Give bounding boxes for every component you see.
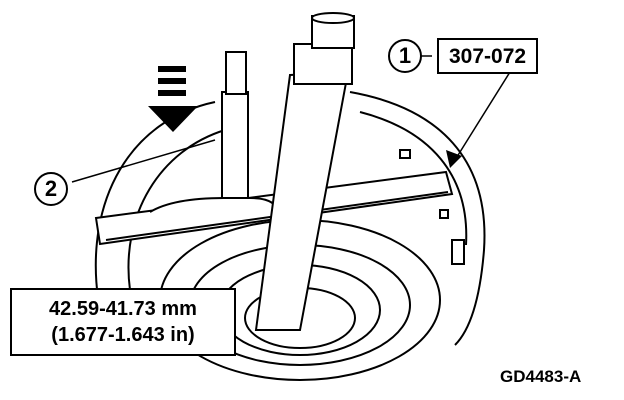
spec-metric: 42.59-41.73 mm xyxy=(49,298,197,320)
callout-1: 1 xyxy=(388,39,422,73)
tool-part-number: 307-072 xyxy=(437,38,539,74)
leader-arrowhead xyxy=(446,150,462,168)
tool-part-number-text: 307-072 xyxy=(449,45,527,68)
callout-1-number: 1 xyxy=(398,43,412,68)
callout-2: 2 xyxy=(34,172,68,206)
figure-id: GD4483-A xyxy=(500,367,582,386)
depth-gauge xyxy=(149,51,277,213)
housing-rim xyxy=(349,91,486,346)
spec-imperial: (1.677-1.643 in) xyxy=(51,324,195,346)
callout-2-number: 2 xyxy=(44,176,58,201)
input-shaft xyxy=(254,12,355,331)
leader-2 xyxy=(71,139,216,183)
specification-box: 42.59-41.73 mm (1.677-1.643 in) xyxy=(10,288,236,356)
arrow-down-icon xyxy=(148,66,198,132)
